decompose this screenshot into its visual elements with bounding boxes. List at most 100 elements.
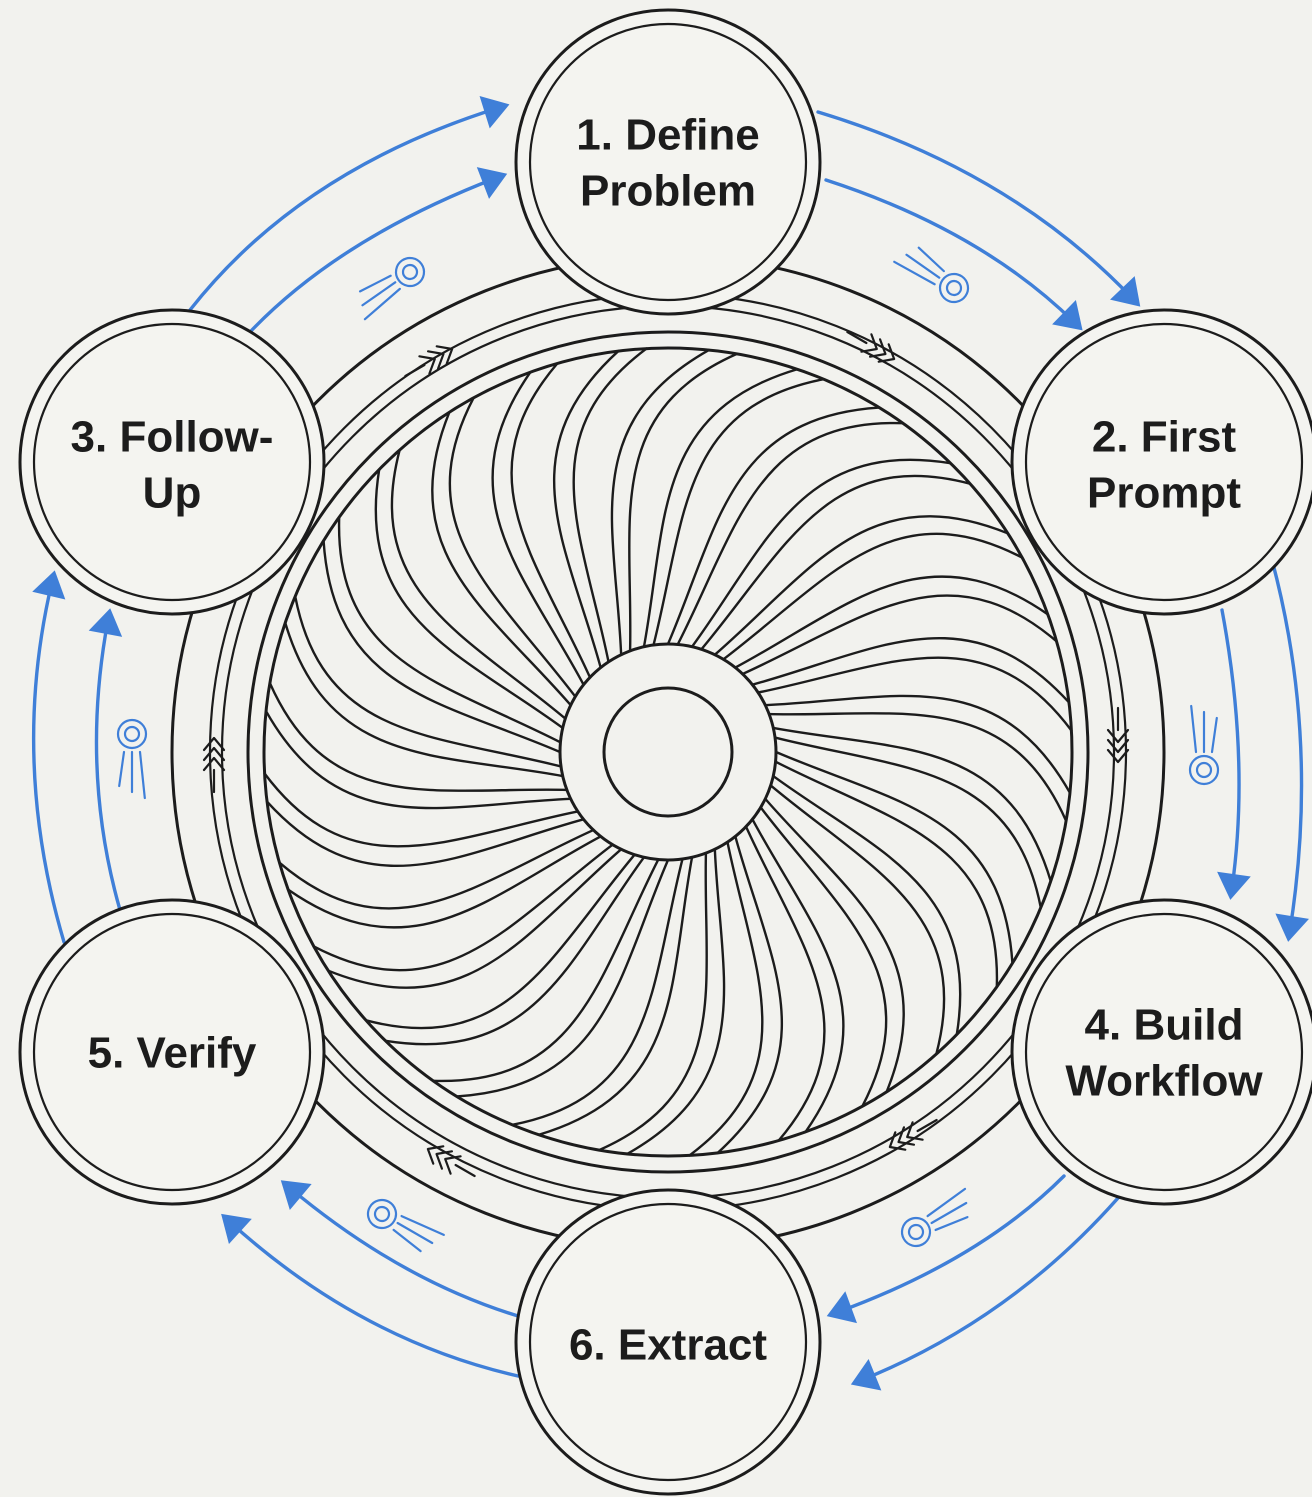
chevron-stroke <box>444 1155 462 1175</box>
fan-blade-edge <box>688 840 764 1157</box>
chevron-tail <box>404 363 426 378</box>
comet-tail <box>400 1214 445 1237</box>
fan-blade-edge <box>374 468 564 730</box>
chevron-arrow-icon <box>888 1118 938 1151</box>
flow-arrow <box>824 178 1083 331</box>
fan-blade-edge <box>278 828 595 910</box>
fan-blade-edge <box>690 458 952 648</box>
comet-icon <box>1188 704 1220 786</box>
turbine-fan-icon <box>170 254 1166 1250</box>
fan-blade-edge <box>772 774 962 1036</box>
chevron-tail <box>846 330 868 345</box>
comet-tail <box>893 260 936 286</box>
comet-tail <box>358 274 392 293</box>
comet-core <box>1195 761 1213 779</box>
comet-icon <box>366 1198 445 1253</box>
comet-tail <box>926 1187 967 1218</box>
fan-housing-inner <box>262 346 1074 1158</box>
fan-blade-edge <box>751 637 1071 704</box>
comet-head <box>366 1198 398 1230</box>
fan-blade-edge <box>597 851 708 1152</box>
fan-blade-edge <box>537 856 694 1136</box>
flow-arrow <box>188 95 510 312</box>
hub-inner <box>602 686 734 818</box>
fan-housing-outer <box>246 330 1090 1174</box>
comet-core <box>373 1205 391 1223</box>
comet-tail <box>361 281 397 307</box>
step-label-line: 5. Verify <box>88 1029 257 1078</box>
comet-decorations <box>116 246 1220 1253</box>
chevron-stroke <box>1106 728 1130 744</box>
chevron-stroke <box>426 350 445 370</box>
fan-blade-edge <box>327 848 623 989</box>
chevron-stroke <box>897 1126 916 1146</box>
comet-icon <box>358 256 426 321</box>
comet-tail <box>905 253 941 279</box>
step-label-line: Prompt <box>1087 469 1241 518</box>
fan-blade-edge <box>716 835 783 1155</box>
comet-tail <box>138 750 146 800</box>
fan-blade-edge <box>384 856 646 1046</box>
step-label-line: Up <box>143 469 202 518</box>
step-label-line: 1. Define <box>576 111 759 160</box>
step-node-verify: 5. Verify <box>18 898 326 1206</box>
step-node-first-prompt: 2. First Prompt <box>1010 308 1312 616</box>
step-node-define-problem: 1. Define Problem <box>514 8 822 316</box>
comet-icon <box>900 1187 969 1248</box>
chevron-stroke <box>906 1121 924 1141</box>
step-label-line: Problem <box>580 167 756 216</box>
comet-head <box>900 1216 932 1248</box>
fan-blade-edge <box>767 712 1068 823</box>
fan-blade-edge <box>337 516 562 744</box>
fan-blade-edge <box>769 784 946 1056</box>
fan-blade-edge <box>764 694 1072 795</box>
chevron-stroke <box>868 338 887 358</box>
fan-blade-edge <box>491 370 585 686</box>
fan-blade-edge <box>774 750 1014 965</box>
chevron-arrow-icon <box>202 736 226 794</box>
chevron-stroke <box>877 343 896 363</box>
flow-arrows <box>31 95 1309 1391</box>
fan-blade-edge <box>625 848 726 1156</box>
comet-icon <box>116 718 148 800</box>
fan-blade-edge <box>294 595 563 768</box>
fan-blade-edge <box>572 347 648 664</box>
fan-blade-edge <box>628 352 739 653</box>
step-label-line: Workflow <box>1065 1057 1263 1106</box>
flow-arrow <box>248 167 508 334</box>
fan-blade-edge <box>713 515 1009 656</box>
fan-blade-edge <box>284 621 564 778</box>
fan-blade-edge <box>322 539 562 754</box>
comet-tail <box>118 750 126 788</box>
chevron-arrow-icon <box>426 1145 476 1178</box>
fan-blade-edge <box>390 448 567 720</box>
fan-blade-edge <box>431 411 572 707</box>
fan-blade-edge <box>312 843 614 972</box>
chevron-stroke <box>888 1131 907 1151</box>
fan-blade-edge <box>642 368 799 648</box>
comet-tail <box>930 1201 968 1225</box>
chevron-stroke <box>860 333 878 353</box>
chevron-arrow-icon <box>404 345 454 378</box>
comet-core <box>907 1223 925 1241</box>
flow-arrow <box>1270 558 1309 942</box>
fan-blade-edge <box>666 406 881 646</box>
fan-blade-edge <box>676 421 904 646</box>
comet-tail <box>934 1215 969 1232</box>
chevron-stroke <box>202 756 226 772</box>
fan-blade-edge <box>263 772 580 848</box>
comet-core <box>401 263 419 281</box>
chevron-stroke <box>435 1150 454 1170</box>
flow-arrow <box>816 110 1141 307</box>
fan-blade-edge <box>268 681 569 792</box>
fan-blade-edge <box>764 797 905 1093</box>
step-label-line: 2. First <box>1092 413 1237 462</box>
comet-core <box>945 279 963 297</box>
chevron-stroke <box>1106 738 1130 754</box>
step-node-build-workflow: 4. Build Workflow <box>1010 898 1312 1206</box>
fan-blade-edge <box>364 853 636 1030</box>
fan-blade-edge <box>772 726 1052 883</box>
fan-blade-edge <box>510 362 592 679</box>
